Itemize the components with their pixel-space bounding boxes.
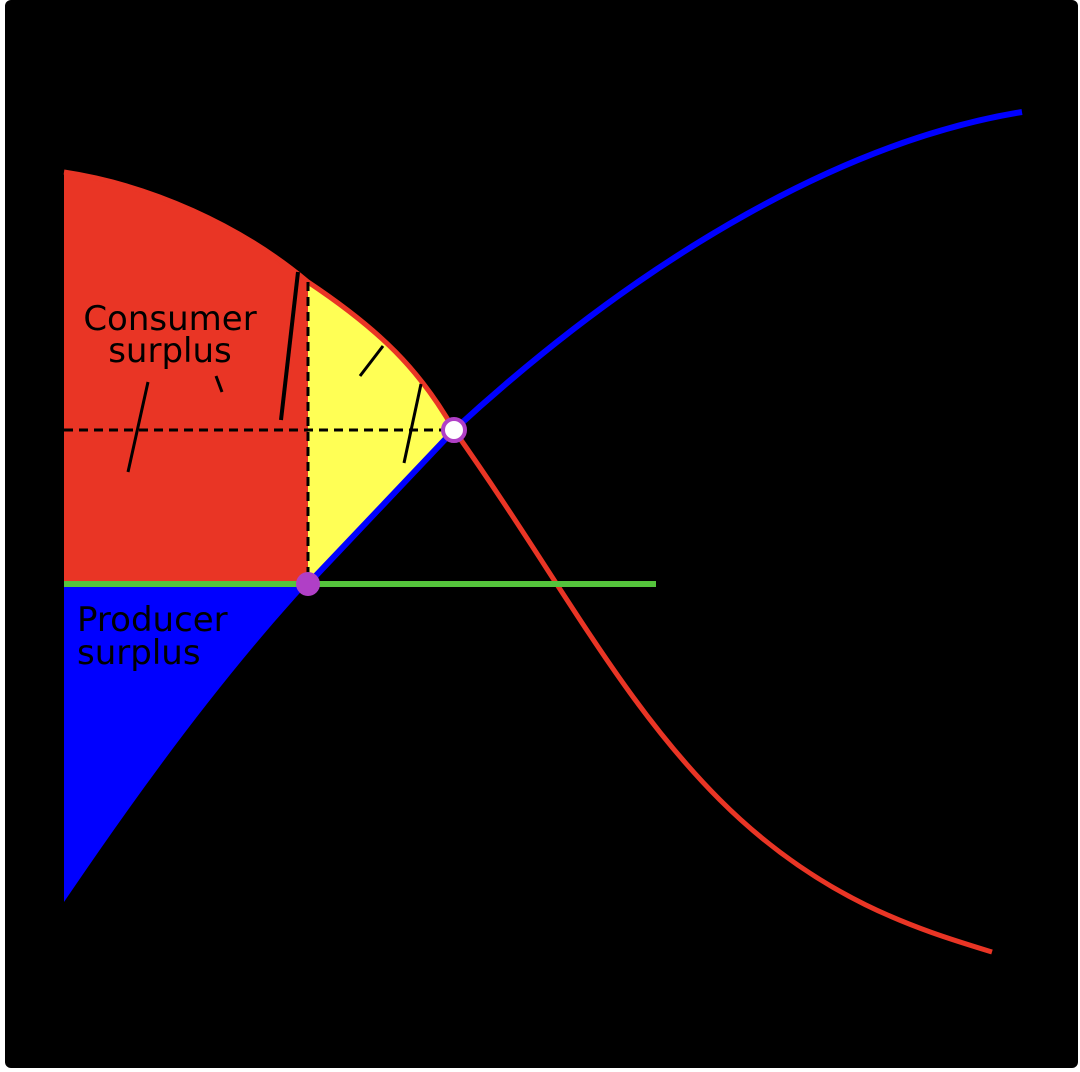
leader-stroke	[402, 383, 423, 464]
demand-curve	[63, 169, 993, 955]
leader-stroke	[358, 345, 385, 377]
supply-curve	[305, 109, 1023, 587]
leader-stroke	[279, 271, 300, 421]
producer-surplus-region	[64, 584, 308, 902]
consumer-surplus-label-line2: surplus	[108, 331, 232, 371]
producer-surplus-label-line2: surplus	[77, 633, 201, 673]
consumer-surplus-label-line1: Consumer	[83, 299, 256, 339]
consumer-surplus-region	[64, 172, 308, 584]
producer-surplus-label-line1: Producer	[77, 600, 228, 640]
deadweight-loss-region	[308, 282, 454, 584]
leader-stroke	[214, 375, 224, 393]
leader-stroke	[126, 381, 150, 473]
equilibrium-point	[441, 417, 467, 443]
quantity-point	[296, 572, 320, 596]
